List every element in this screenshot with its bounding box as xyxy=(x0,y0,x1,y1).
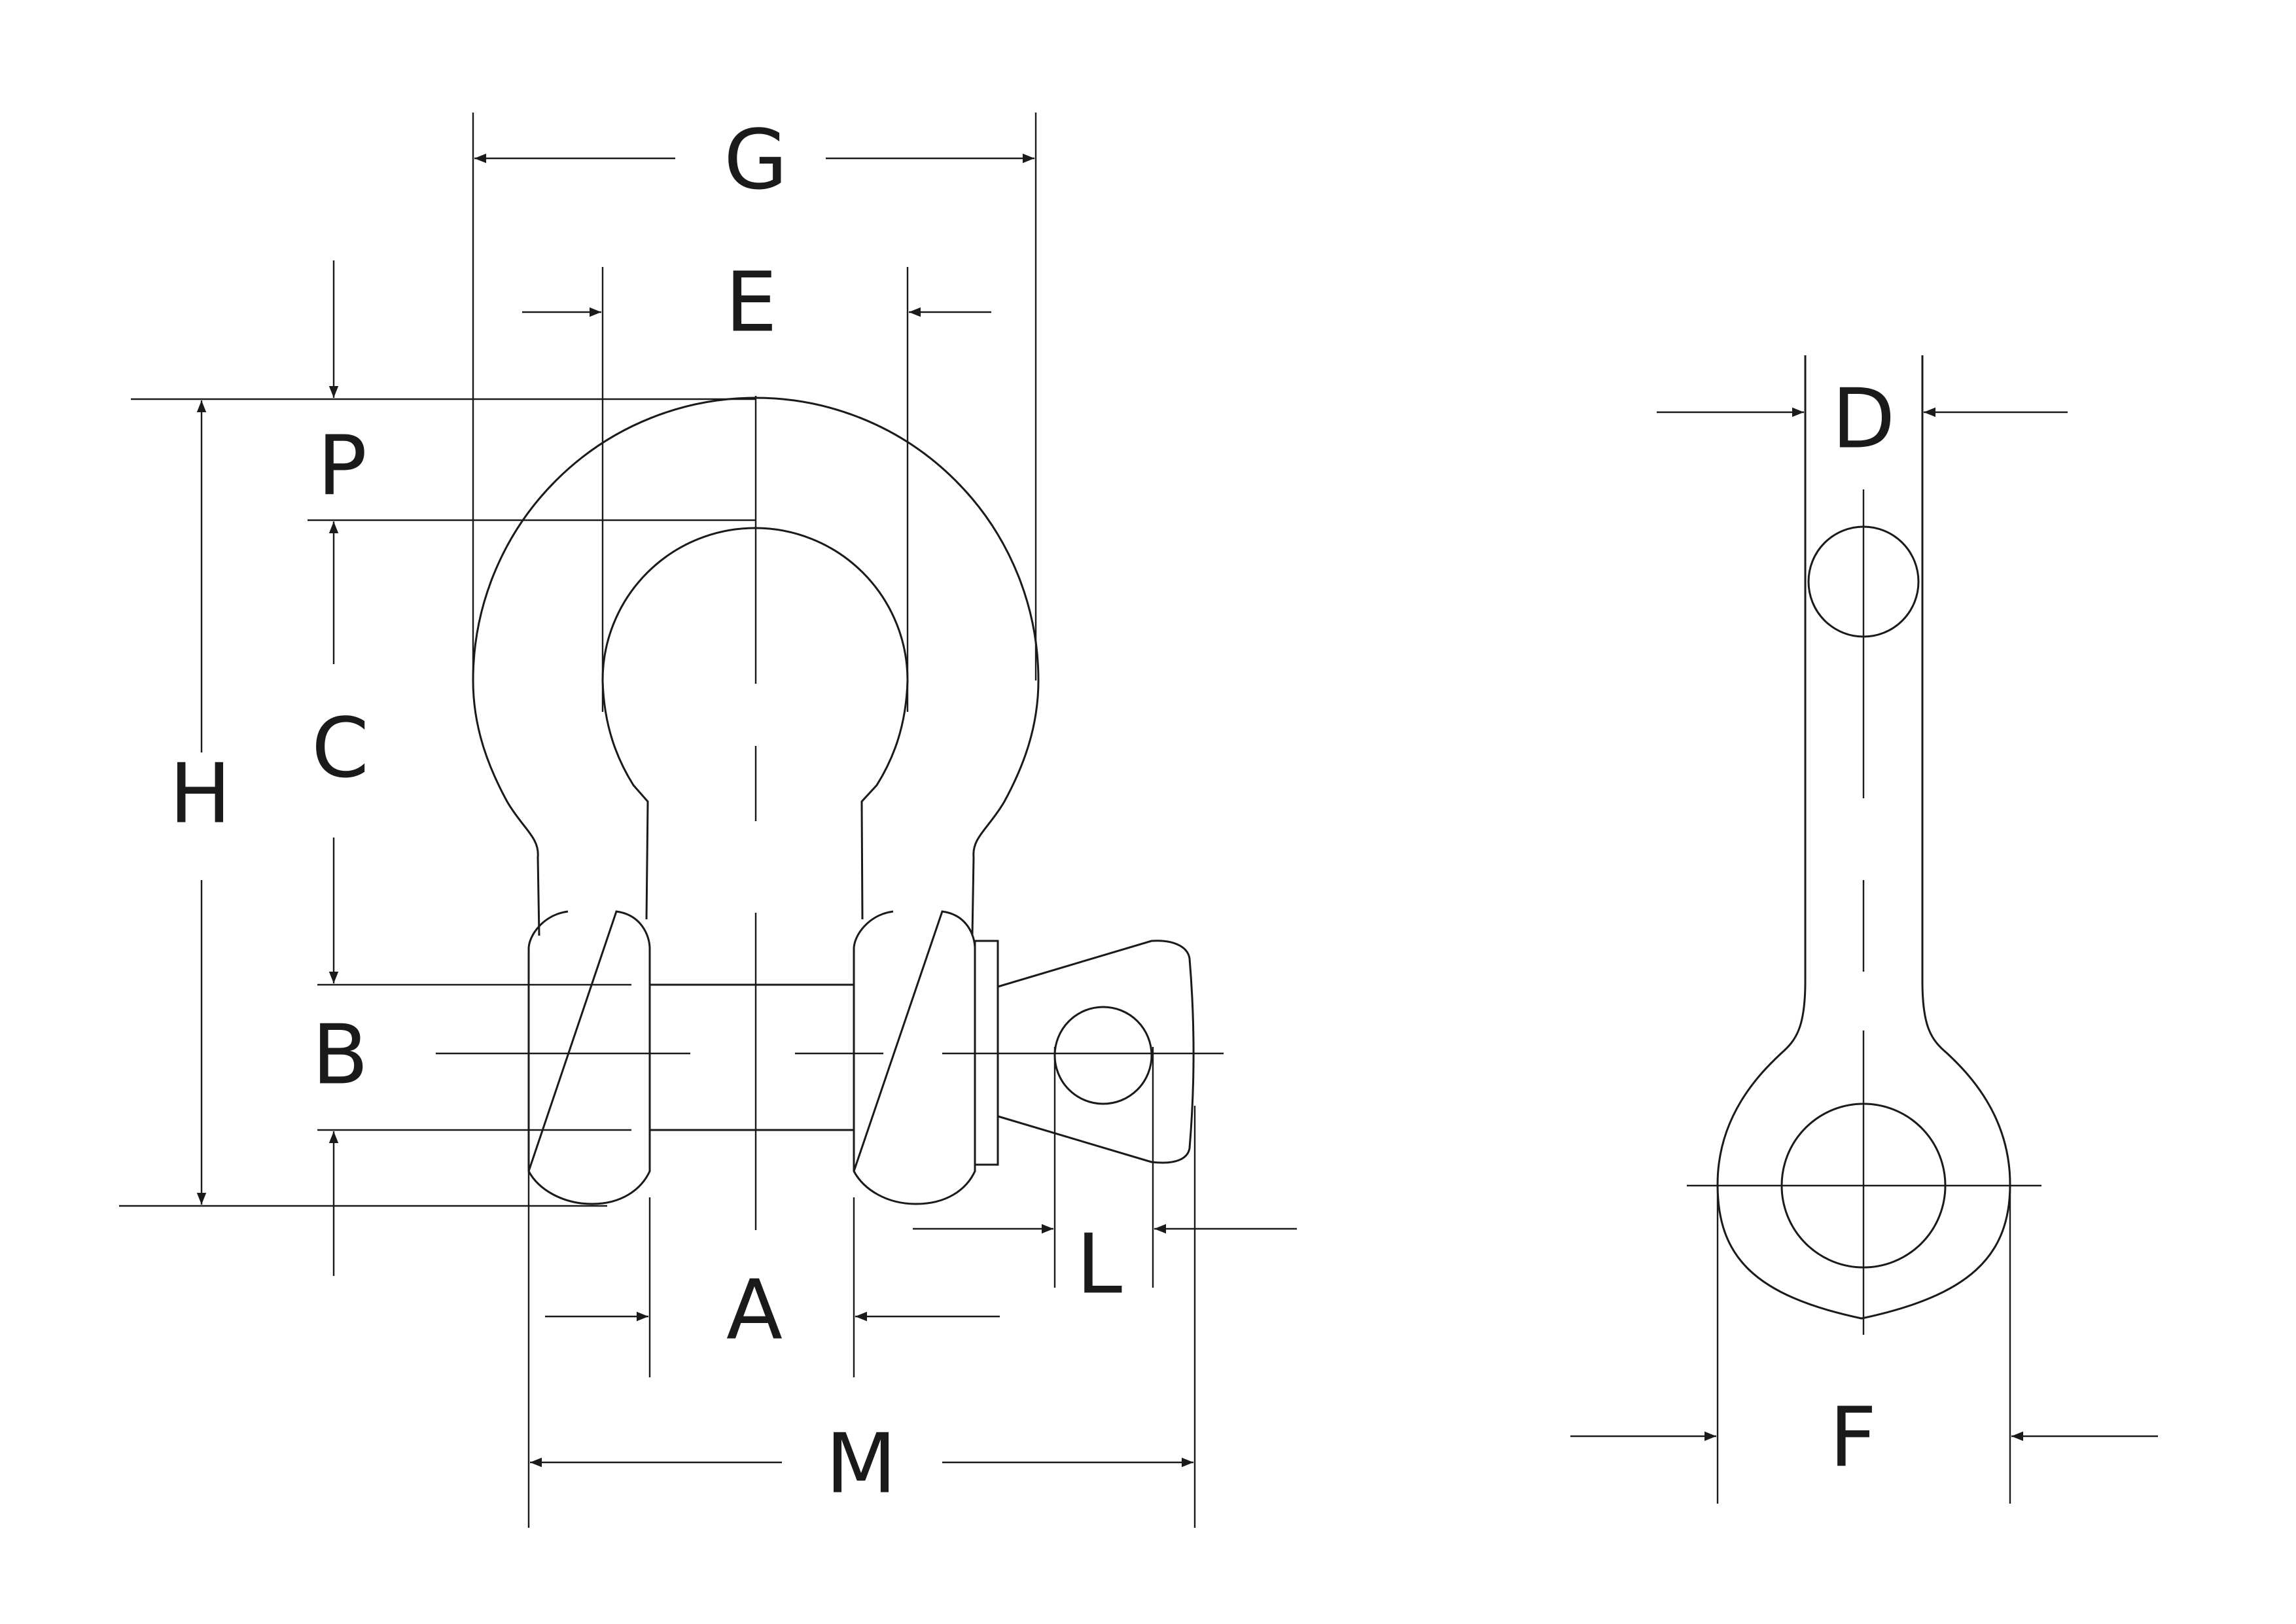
dimension-l: L xyxy=(913,1216,1297,1313)
right-eye-boss xyxy=(853,910,976,1205)
label-g: G xyxy=(724,112,788,208)
dimension-d: D xyxy=(1657,371,2068,467)
left-eye-boss xyxy=(527,910,651,1205)
shackle-front-view xyxy=(119,113,1224,1528)
side-body-outline xyxy=(1716,355,2011,1320)
label-p: P xyxy=(317,418,367,514)
dimension-p: P xyxy=(317,260,367,664)
dimension-e: E xyxy=(522,255,991,351)
bow-inner-outline xyxy=(601,527,909,920)
dimension-f: F xyxy=(1570,1390,2158,1486)
dimension-c: C xyxy=(311,700,369,983)
label-e: E xyxy=(725,255,777,351)
label-l: L xyxy=(1076,1216,1122,1313)
label-f: F xyxy=(1829,1390,1877,1486)
dimension-h: H xyxy=(169,400,232,1205)
dimension-b: B xyxy=(312,1007,368,1276)
label-a: A xyxy=(726,1262,783,1358)
bow-outer-outline xyxy=(472,397,1040,936)
dimension-m: M xyxy=(530,1416,1193,1512)
label-b: B xyxy=(312,1007,368,1103)
pin-head-hole xyxy=(1053,1006,1153,1105)
dimension-a: A xyxy=(545,1262,1000,1358)
pin-head xyxy=(997,940,1195,1164)
label-h: H xyxy=(169,746,232,842)
label-c: C xyxy=(311,700,369,796)
label-m: M xyxy=(826,1416,897,1512)
shackle-side-view xyxy=(1687,355,2041,1504)
label-d: D xyxy=(1831,371,1895,467)
dimension-g: G xyxy=(474,112,1034,208)
